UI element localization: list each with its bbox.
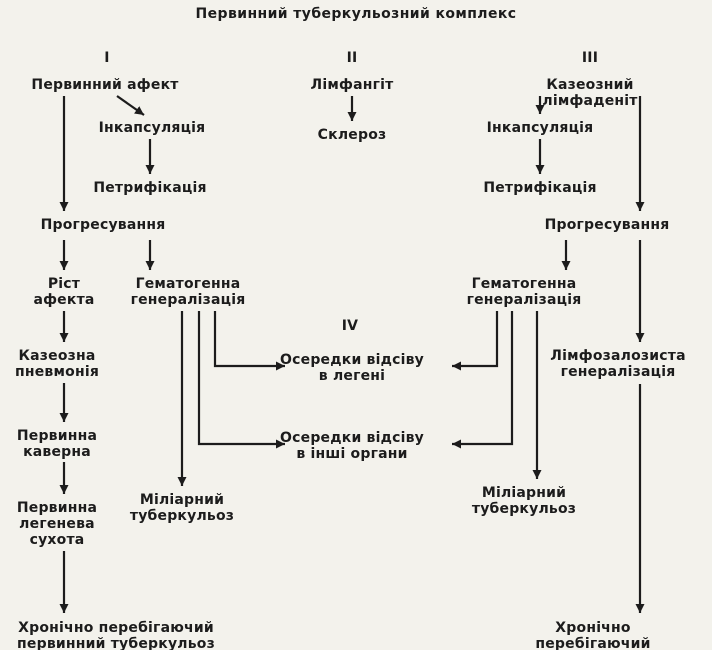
node-seeding-foci-lungs: Осередки відсіву в легені xyxy=(280,352,424,384)
node-progression-2: Прогресування xyxy=(544,217,670,233)
node-petrification-2: Петрифікація xyxy=(483,180,597,196)
node-chronic-primary-tb-1: Хронічно перебігаючий первинний туберкул… xyxy=(17,620,215,650)
node-petrification-1: Петрифікація xyxy=(93,180,207,196)
node-encapsulation-1: Інкапсуляція xyxy=(98,120,206,136)
column-header-2: II xyxy=(346,50,358,66)
arrow-affect-to-encapsulation xyxy=(116,95,145,116)
node-lymphoglandular-generalization: Лімфозалозиста генералізація xyxy=(550,348,686,380)
node-encapsulation-2: Інкапсуляція xyxy=(486,120,594,136)
node-caseous-pneumonia: Казеозна пневмонія xyxy=(14,348,100,380)
node-affect-growth: Ріст афекта xyxy=(33,276,95,308)
arrow-hematogenous1-to-lung-foci xyxy=(213,311,285,371)
node-hematogenous-generalization-1: Гематогенна генералізація xyxy=(130,276,246,308)
arrow-hematogenous2-to-lung-foci xyxy=(452,311,499,371)
arrow-hematogenous1-to-other-organ-foci xyxy=(197,311,285,449)
column-header-3: III xyxy=(581,50,599,66)
node-progression-1: Прогресування xyxy=(40,217,166,233)
node-primary-affect: Первинний афект xyxy=(31,77,179,93)
diagram-title: Первинний туберкульозний комплекс xyxy=(195,6,517,22)
arrow-hematogenous2-to-other-organ-foci xyxy=(452,311,514,449)
node-chronic-primary-tb-2: Хронічно перебігаючий первинний туберкул… xyxy=(535,620,651,650)
column-header-4: IV xyxy=(341,318,359,334)
node-miliary-tuberculosis-2: Міліарний туберкульоз xyxy=(471,485,577,517)
node-primary-cavern: Первинна каверна xyxy=(16,428,98,460)
node-miliary-tuberculosis-1: Міліарний туберкульоз xyxy=(129,492,235,524)
column-header-1: I xyxy=(104,50,110,66)
node-lymphangitis: Лімфангіт xyxy=(310,77,394,93)
node-primary-pulmonary-consumption: Первинна легенева сухота xyxy=(16,500,98,548)
node-caseous-lymphadenitis: Казеозний лімфаденіт xyxy=(542,77,638,109)
node-hematogenous-generalization-2: Гематогенна генералізація xyxy=(466,276,582,308)
node-seeding-foci-other-organs: Осередки відсіву в інші органи xyxy=(280,430,424,462)
node-sclerosis: Склероз xyxy=(317,127,387,143)
